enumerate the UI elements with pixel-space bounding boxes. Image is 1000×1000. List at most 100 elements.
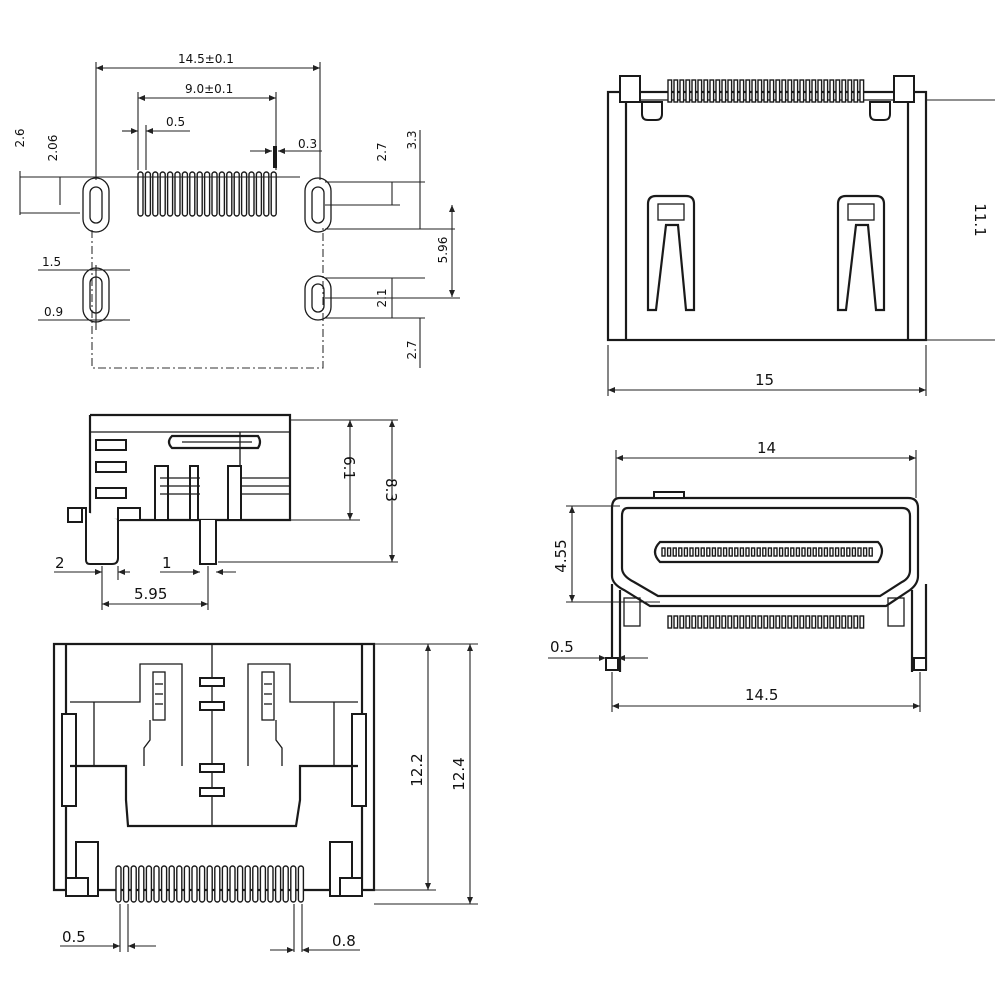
pin (823, 79, 829, 103)
pin (834, 547, 840, 557)
pin (679, 615, 685, 629)
dim-side-height-a: 6.1 (340, 456, 358, 480)
pin (751, 79, 757, 103)
pin (226, 171, 233, 217)
pin (274, 865, 282, 903)
pin (859, 79, 865, 103)
pin (144, 171, 152, 217)
pin (189, 171, 196, 217)
pin (191, 865, 198, 903)
pin (862, 547, 868, 557)
pin (734, 547, 739, 557)
dim-slot-spacing: 5.96 (436, 237, 450, 264)
dim-top-width: 15 (755, 371, 774, 389)
pin (145, 865, 153, 903)
pin (745, 547, 750, 557)
pin (835, 615, 841, 629)
top-view-pin-row (667, 79, 865, 103)
pin (661, 547, 666, 557)
pin (769, 615, 775, 629)
pin (672, 547, 677, 557)
top-view: 15 11.1 (606, 75, 995, 396)
dim-bottom-pin-width: 0.8 (332, 932, 356, 950)
pin (667, 615, 673, 629)
pin (805, 79, 811, 103)
pin (689, 547, 694, 557)
pin (211, 171, 218, 217)
pin (784, 547, 789, 557)
pin (835, 79, 841, 103)
pin (868, 547, 873, 557)
pin (267, 865, 274, 903)
pin (218, 171, 226, 217)
pin (763, 615, 769, 629)
pin (799, 615, 805, 629)
pin (841, 615, 847, 629)
pin (240, 171, 248, 217)
pin (153, 865, 160, 903)
dim-side-height-b: 8.3 (382, 478, 400, 502)
pin (703, 79, 709, 103)
bottom-view: 12.2 12.4 0.5 0.8 (52, 642, 478, 953)
pin (745, 615, 751, 629)
pin (790, 547, 795, 557)
pin (721, 615, 727, 629)
pin (233, 171, 240, 217)
pin (673, 79, 679, 103)
pin (841, 79, 847, 103)
pin (174, 171, 181, 217)
pin (823, 615, 829, 629)
pin (691, 615, 697, 629)
pin (846, 547, 851, 557)
pin (183, 865, 191, 903)
pin (763, 79, 769, 103)
pin (229, 865, 236, 903)
pin (817, 615, 823, 629)
dim-slot-offset: 2.6 (13, 128, 27, 147)
pin (244, 865, 251, 903)
pin (781, 615, 787, 629)
pin (115, 865, 122, 903)
pin (787, 615, 793, 629)
pin (805, 615, 811, 629)
pin (221, 865, 229, 903)
pin (252, 865, 259, 903)
pin (739, 547, 745, 557)
pin (282, 865, 289, 903)
dim-side-tab: 2 (55, 554, 65, 572)
pin (787, 79, 793, 103)
pin (709, 615, 715, 629)
dim-front-offset: 0.5 (550, 638, 574, 656)
pin (857, 547, 862, 557)
footprint-pad-row (137, 171, 277, 217)
pin (829, 547, 834, 557)
dim-front-top-width: 14 (757, 439, 776, 457)
front-view-pin-row (667, 615, 865, 629)
pin (733, 79, 739, 103)
pin (733, 615, 739, 629)
pin (756, 547, 761, 557)
pin (853, 79, 859, 103)
dim-pin-span: 9.0±0.1 (185, 82, 233, 96)
dim-top-height: 11.1 (971, 203, 989, 236)
pin (781, 79, 787, 103)
dim-bottom-height-a: 12.2 (408, 753, 426, 786)
pin (853, 615, 859, 629)
pin (685, 79, 691, 103)
pin (138, 865, 145, 903)
side-view: 6.1 8.3 2 1 5.95 (54, 413, 400, 610)
pin (762, 547, 767, 557)
pin (817, 79, 823, 103)
pin (214, 865, 221, 903)
pin (259, 865, 267, 903)
pin (728, 547, 733, 557)
pin (847, 79, 853, 103)
pin (290, 865, 297, 903)
pin (236, 865, 244, 903)
dim-bottom-height-b: 12.4 (450, 757, 468, 790)
pin (829, 79, 835, 103)
pin (859, 615, 865, 629)
pin (767, 547, 773, 557)
pin (851, 547, 857, 557)
pin (773, 547, 778, 557)
